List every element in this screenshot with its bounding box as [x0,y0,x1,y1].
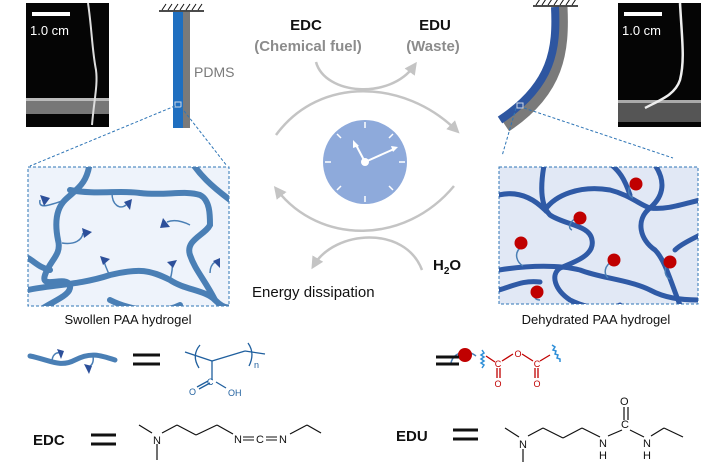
zoom-line [501,107,517,157]
svg-text:C: C [621,419,629,431]
svg-text:O: O [514,349,521,359]
anhydride-structure: C O C O O [479,344,561,389]
equals-sign [133,353,160,366]
cycle-arrows [273,61,460,271]
waste-description: (Waste) [406,38,460,55]
straight-strip: PDMS [159,3,234,128]
bent-strip [497,0,578,132]
scale-label: 1.0 cm [30,23,69,38]
svg-text:OH: OH [228,388,242,398]
pdms-label: PDMS [194,64,234,80]
fuel-name: EDC [290,17,322,34]
svg-text:O: O [189,387,196,397]
scale-bar [624,12,662,16]
water-label: H2O [433,257,461,277]
crosslink [530,285,544,299]
svg-text:O: O [620,396,629,408]
water-in-arrow [311,236,424,271]
fuel-description: (Chemical fuel) [254,38,362,55]
dehydrated-hydrogel-panel [498,166,699,305]
svg-text:C: C [256,434,264,446]
svg-text:O: O [494,379,501,389]
svg-text:H: H [599,450,607,462]
edu-structure: N N H C O N H [504,396,684,462]
clock-icon [323,120,407,204]
paa-chain-icon [27,349,118,374]
dehydrated-label: Dehydrated PAA hydrogel [522,312,671,327]
crosslink [607,253,621,267]
svg-text:N: N [279,434,287,446]
crosslink [629,177,643,191]
svg-text:N: N [153,435,161,447]
edc-structure: N N C N [138,424,322,460]
svg-text:C: C [495,359,502,369]
svg-text:C: C [207,377,214,387]
fuel-in-arrow [314,61,417,91]
zoom-marker [516,102,524,109]
svg-text:N: N [519,439,527,451]
zoom-line [523,107,674,159]
lower-arc-arrow [273,185,455,232]
edc-label: EDC [33,432,65,449]
pdms-layer [500,6,568,132]
edu-label: EDU [396,428,428,445]
equals-sign [91,433,116,446]
zoom-marker [174,101,182,108]
svg-text:C: C [534,359,541,369]
scale-label: 1.0 cm [622,23,661,38]
photo-dehydrated: 1.0 cm [618,2,701,127]
zoom-line [180,106,228,167]
svg-text:H: H [643,450,651,462]
svg-text:N: N [599,438,607,450]
dissipation-label: Energy dissipation [252,284,375,301]
crosslink [663,255,677,269]
crosslink-icon [450,348,477,364]
strip-in-photo [87,2,98,126]
photo-swollen: 1.0 cm [26,2,109,127]
pdms-layer [183,12,190,128]
crosslink [514,236,528,250]
waste-name: EDU [419,17,451,34]
zoom-line [29,105,176,167]
crosslink [573,211,587,225]
upper-arc-arrow [274,90,460,136]
paa-structure-text: n C O OH [189,360,259,398]
svg-text:N: N [234,434,242,446]
svg-text:n: n [254,360,259,370]
svg-text:O: O [533,379,540,389]
equals-sign [436,355,459,366]
hydrogel-layer [173,12,183,128]
swollen-label: Swollen PAA hydrogel [65,312,192,327]
svg-text:N: N [643,438,651,450]
scale-bar [32,12,70,16]
paa-repeat-unit-structure [184,342,266,390]
equals-sign [453,428,478,441]
strip-in-photo [644,2,684,110]
swollen-hydrogel-panel [27,166,230,307]
